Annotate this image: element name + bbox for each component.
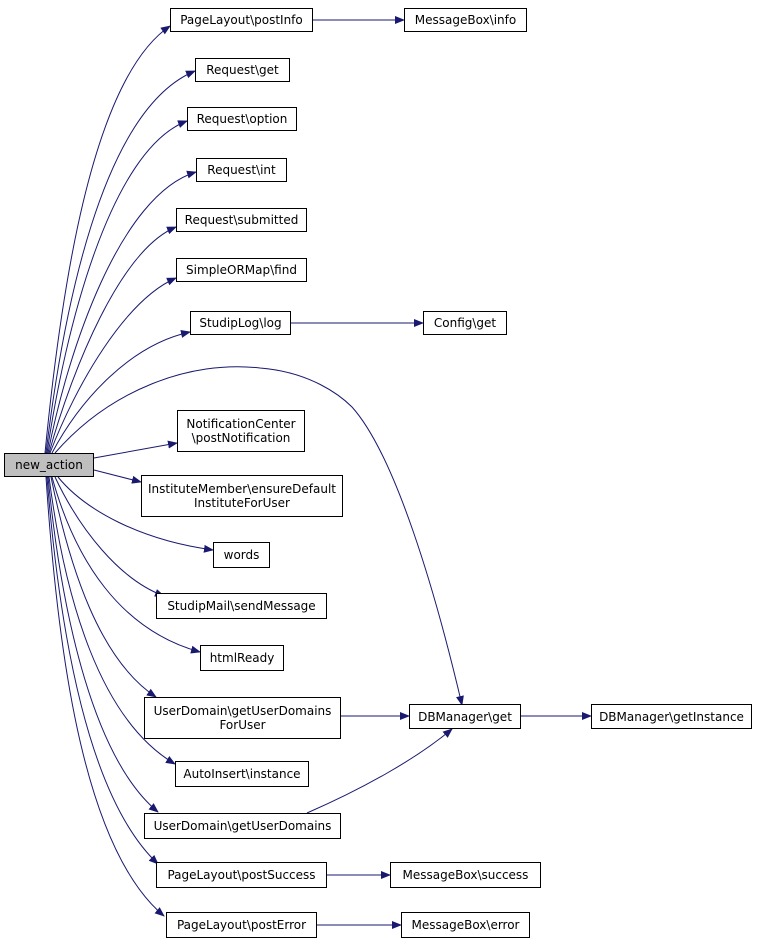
node-pagelayout-posterror-label: PageLayout\postError xyxy=(176,918,307,932)
node-studiplog-log-label: StudipLog\log xyxy=(199,316,282,330)
edge-new-action-to-notificationcenter xyxy=(93,440,178,459)
edge-new-action-to-postinfo xyxy=(44,25,171,454)
node-institutemember-label: InstituteMember\ensureDefault InstituteF… xyxy=(148,482,336,510)
node-institutemember-label-line2: InstituteForUser xyxy=(194,496,290,510)
node-studiplog-log[interactable]: StudipLog\log xyxy=(190,311,291,335)
node-request-int[interactable]: Request\int xyxy=(196,158,287,182)
edge-new-action-to-request-get xyxy=(45,70,196,454)
node-messagebox-success-label: MessageBox\success xyxy=(402,868,529,882)
node-pagelayout-postsuccess-label: PageLayout\postSuccess xyxy=(167,868,316,882)
node-request-get[interactable]: Request\get xyxy=(195,58,290,82)
edge-new-action-to-userdomain-foruser xyxy=(50,476,157,698)
edge-new-action-to-studipmail xyxy=(54,476,165,597)
node-userdomain-foruser-label-line2: ForUser xyxy=(219,718,266,732)
node-new-action[interactable]: new_action xyxy=(4,453,94,477)
node-htmlready[interactable]: htmlReady xyxy=(200,645,284,671)
node-words[interactable]: words xyxy=(213,542,270,568)
node-simpleormap-find-label: SimpleORMap\find xyxy=(186,263,297,277)
node-pagelayout-postinfo[interactable]: PageLayout\postInfo xyxy=(170,8,313,32)
edge-new-action-to-request-int xyxy=(47,170,197,454)
node-request-int-label: Request\int xyxy=(207,163,276,177)
edge-new-action-to-simpleormap-find xyxy=(49,277,177,454)
node-dbmanager-getinstance[interactable]: DBManager\getInstance xyxy=(591,704,752,729)
node-notificationcenter-label: NotificationCenter \postNotification xyxy=(186,417,295,445)
node-htmlready-label: htmlReady xyxy=(209,651,275,665)
node-simpleormap-find[interactable]: SimpleORMap\find xyxy=(176,258,307,282)
node-userdomain-foruser-label-line1: UserDomain\getUserDomains xyxy=(153,704,332,718)
node-request-submitted[interactable]: Request\submitted xyxy=(176,208,307,232)
node-messagebox-error-label: MessageBox\error xyxy=(411,918,520,932)
edge-new-action-to-postsuccess xyxy=(46,476,159,865)
node-messagebox-error[interactable]: MessageBox\error xyxy=(401,912,530,938)
edge-new-action-to-autoinsert xyxy=(48,476,176,765)
node-userdomain-getuserdomains[interactable]: UserDomain\getUserDomains xyxy=(144,813,341,839)
node-notificationcenter-label-line1: NotificationCenter xyxy=(186,417,296,431)
node-request-get-label: Request\get xyxy=(206,63,279,77)
edge-new-action-to-posterror xyxy=(45,476,165,917)
edge-new-action-to-request-submitted xyxy=(48,226,177,454)
edge-new-action-to-dbmanager-get xyxy=(54,366,464,706)
edge-new-action-to-userdomain xyxy=(47,476,159,813)
node-dbmanager-get-label: DBManager\get xyxy=(418,709,512,724)
node-request-option-label: Request\option xyxy=(196,112,288,126)
node-dbmanager-getinstance-label: DBManager\getInstance xyxy=(599,709,744,724)
node-pagelayout-postinfo-label: PageLayout\postInfo xyxy=(180,13,303,27)
node-userdomain-getuserdomains-label: UserDomain\getUserDomains xyxy=(153,819,332,833)
node-autoinsert-instance-label: AutoInsert\instance xyxy=(183,767,301,781)
edge-new-action-to-words xyxy=(57,476,214,553)
node-studipmail-sendmessage[interactable]: StudipMail\sendMessage xyxy=(156,593,327,619)
node-words-label: words xyxy=(223,548,260,562)
node-new-action-label: new_action xyxy=(15,458,83,472)
edge-new-action-to-studiplog-log xyxy=(51,330,191,454)
node-messagebox-success[interactable]: MessageBox\success xyxy=(390,862,541,888)
node-notificationcenter-label-line2: \postNotification xyxy=(191,431,291,445)
node-pagelayout-posterror[interactable]: PageLayout\postError xyxy=(166,912,317,938)
node-messagebox-info[interactable]: MessageBox\info xyxy=(404,8,527,32)
node-studipmail-sendmessage-label: StudipMail\sendMessage xyxy=(167,599,316,613)
edge-new-action-to-institutemember xyxy=(93,469,142,484)
node-dbmanager-get[interactable]: DBManager\get xyxy=(409,704,521,729)
edge-new-action-to-request-option xyxy=(46,120,188,454)
node-config-get-label: Config\get xyxy=(433,316,497,330)
node-request-option[interactable]: Request\option xyxy=(187,107,297,131)
edge-new-action-to-htmlready xyxy=(51,476,201,654)
edge-userdomain-to-dbmanager-get xyxy=(306,728,453,814)
node-institutemember-ensuredefault[interactable]: InstituteMember\ensureDefault InstituteF… xyxy=(141,475,343,517)
node-institutemember-label-line1: InstituteMember\ensureDefault xyxy=(148,482,336,496)
node-autoinsert-instance[interactable]: AutoInsert\instance xyxy=(175,761,309,787)
node-messagebox-info-label: MessageBox\info xyxy=(414,13,517,27)
node-request-submitted-label: Request\submitted xyxy=(184,213,299,227)
node-userdomain-foruser-label: UserDomain\getUserDomains ForUser xyxy=(154,704,332,732)
node-notificationcenter-postnotification[interactable]: NotificationCenter \postNotification xyxy=(177,410,305,452)
node-userdomain-getuserdomainsforuser[interactable]: UserDomain\getUserDomains ForUser xyxy=(144,697,341,739)
node-config-get[interactable]: Config\get xyxy=(423,311,507,335)
node-pagelayout-postsuccess[interactable]: PageLayout\postSuccess xyxy=(156,862,327,888)
